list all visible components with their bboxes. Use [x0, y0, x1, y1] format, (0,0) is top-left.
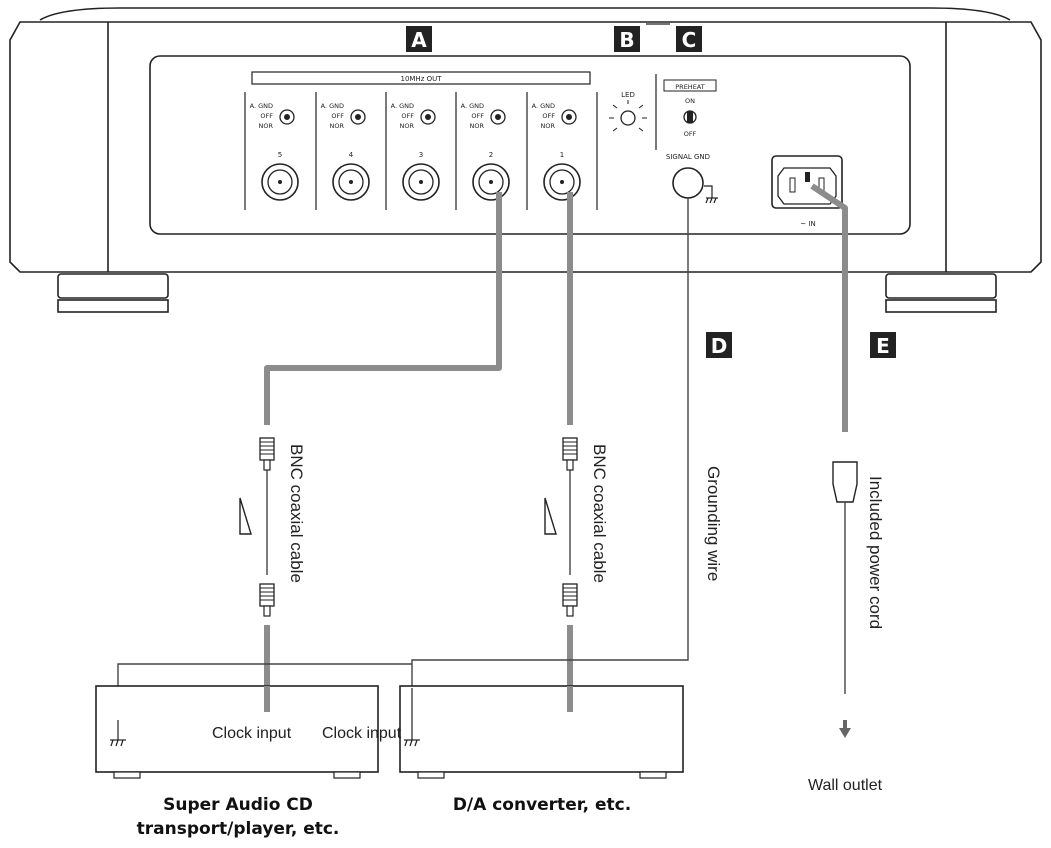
wall-outlet-label: Wall outlet	[808, 777, 883, 794]
switch-position-label: NOR	[400, 122, 415, 130]
device-sacd-player	[95, 685, 379, 779]
bnc-cable-left-label: BNC coaxial cable	[287, 444, 306, 583]
power-plug	[832, 461, 858, 738]
ground-switch-knob	[425, 114, 431, 120]
bnc-cable-left-upper	[264, 192, 502, 425]
switch-position-label: OFF	[401, 112, 414, 120]
switch-position-label: A. GND	[250, 102, 273, 110]
ground-switch-knob	[355, 114, 361, 120]
bnc-jack-pin	[349, 180, 353, 184]
out-header: 10MHz OUT	[251, 71, 591, 85]
svg-text:~ IN: ~ IN	[800, 220, 815, 228]
bnc-plug-body	[259, 583, 275, 607]
bnc-plug	[562, 583, 578, 617]
cable-lines	[264, 183, 848, 710]
bnc-plug-tip	[566, 605, 574, 617]
bnc-plug-tip	[566, 459, 574, 471]
sacd-player-name-line2: transport/player, etc.	[137, 819, 340, 839]
svg-text:D: D	[711, 334, 728, 358]
svg-text:ON: ON	[685, 97, 695, 105]
marker-e: E	[870, 332, 896, 358]
svg-text:10MHz OUT: 10MHz OUT	[400, 75, 442, 83]
jack-number: 2	[489, 151, 493, 159]
switch-position-label: NOR	[470, 122, 485, 130]
led-indicator: LED	[609, 91, 647, 132]
switch-position-label: A. GND	[532, 102, 555, 110]
svg-text:LED: LED	[621, 91, 635, 99]
jack-number: 1	[560, 151, 564, 159]
output-columns: A. GND OFF NOR 5 A. GND OFF NOR 4 A. GND OFF NOR 3 A…	[244, 92, 598, 210]
jack-number: 3	[419, 151, 423, 159]
down-arrow-icon	[839, 728, 851, 738]
switch-position-label: OFF	[471, 112, 484, 120]
svg-text:OFF: OFF	[684, 130, 697, 138]
bnc-plug-tip	[263, 459, 271, 471]
svg-text:C: C	[682, 28, 697, 52]
device-input-stubs	[264, 686, 573, 712]
clock-input-left-label: Clock input	[212, 725, 292, 742]
marker-c: C	[676, 26, 702, 52]
bnc-cable-right-label: BNC coaxial cable	[590, 444, 609, 583]
jack-number: 4	[349, 151, 354, 159]
switch-position-label: A. GND	[321, 102, 344, 110]
switch-position-label: OFF	[542, 112, 555, 120]
svg-text:E: E	[876, 334, 890, 358]
switch-position-label: A. GND	[391, 102, 414, 110]
bnc-plug-body	[562, 583, 578, 607]
ground-switch-knob	[566, 114, 572, 120]
bnc-jack-pin	[278, 180, 282, 184]
cable-direction-symbols	[239, 497, 557, 535]
power-cord-label: Included power cord	[866, 476, 885, 629]
grounding-wire-label: Grounding wire	[704, 466, 723, 581]
bnc-plug	[562, 437, 578, 471]
marker-d: D	[706, 332, 732, 358]
power-cord-upper	[810, 183, 848, 432]
da-converter-name: D/A converter, etc.	[453, 795, 631, 815]
svg-text:PREHEAT: PREHEAT	[675, 83, 704, 91]
switch-position-label: NOR	[330, 122, 345, 130]
bnc-plugs	[259, 437, 578, 617]
bnc-plug	[259, 583, 275, 617]
marker-a: A	[406, 26, 432, 52]
bnc-thin-cables	[266, 470, 571, 575]
device-ground-symbols	[110, 688, 420, 747]
marker-b: B	[614, 26, 640, 52]
bnc-jack-pin	[560, 180, 564, 184]
switch-position-label: A. GND	[461, 102, 484, 110]
bnc-jack-pin	[419, 180, 423, 184]
bnc-plug-tip	[263, 605, 271, 617]
bnc-plug-body	[259, 437, 275, 461]
bnc-jack-pin	[489, 180, 493, 184]
clock-input-right-label: Clock input	[322, 725, 402, 742]
svg-text:B: B	[619, 28, 634, 52]
switch-position-label: NOR	[259, 122, 274, 130]
switch-position-label: OFF	[331, 112, 344, 120]
device-da-converter	[399, 685, 684, 779]
bnc-plug-body	[562, 437, 578, 461]
jack-number: 5	[278, 151, 282, 159]
switch-position-label: NOR	[541, 122, 556, 130]
preheat-switch: PREHEAT ON OFF	[655, 74, 717, 150]
ground-switch-knob	[284, 114, 290, 120]
sacd-player-name-line1: Super Audio CD	[163, 795, 313, 815]
main-unit	[9, 7, 1042, 273]
ground-switch-knob	[495, 114, 501, 120]
bnc-plug	[259, 437, 275, 471]
switch-position-label: OFF	[260, 112, 273, 120]
unit-feet	[57, 273, 997, 313]
svg-text:A: A	[411, 28, 427, 52]
svg-text:SIGNAL GND: SIGNAL GND	[666, 153, 710, 161]
